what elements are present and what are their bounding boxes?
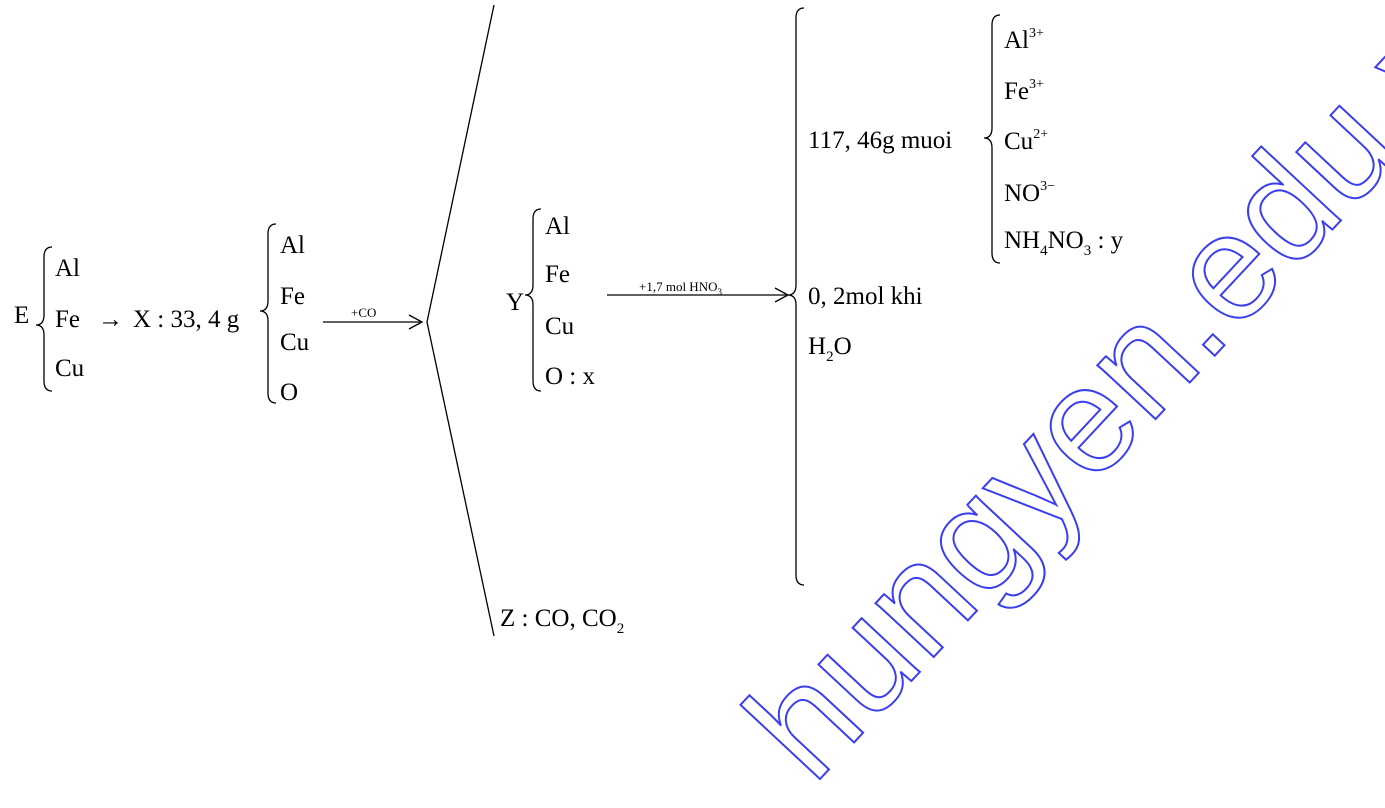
- x-item-fe: Fe: [280, 283, 305, 310]
- water-sub: 2: [826, 349, 834, 365]
- reagent-co: +CO: [351, 305, 377, 320]
- ion-no-base: NO: [1004, 180, 1041, 207]
- reagent-hno3-sub: 3: [717, 287, 722, 297]
- e-label: E: [14, 302, 30, 329]
- nh4no3-sub1: 4: [1040, 243, 1048, 259]
- ion-nh4no3: NH4NO3 : y: [1004, 227, 1124, 259]
- x-item-al: Al: [280, 232, 305, 259]
- ion-cu: Cu2+: [1004, 127, 1049, 158]
- y-brace: [524, 208, 542, 392]
- split-lines: [426, 4, 495, 637]
- z-sub: 2: [616, 621, 625, 637]
- x-brace: [259, 223, 277, 404]
- y-item-o: O : x: [545, 363, 595, 390]
- salt-label: 117, 46g muoi: [808, 127, 953, 154]
- z-text: Z : CO, CO: [500, 605, 617, 632]
- e-item-fe: Fe: [55, 306, 80, 333]
- arrow-co-head: [408, 314, 424, 330]
- ion-fe-base: Fe: [1004, 78, 1029, 105]
- ion-no-charge: 3−: [1040, 179, 1056, 194]
- y-label: Y: [506, 289, 525, 316]
- x-item-o: O: [280, 379, 299, 406]
- ion-no: NO3−: [1004, 179, 1056, 210]
- x-label: X : 33, 4 g: [133, 306, 240, 333]
- reagent-hno3: +1,7 mol HNO3: [639, 279, 722, 297]
- y-item-al: Al: [545, 213, 570, 240]
- ion-cu-charge: 2+: [1033, 127, 1049, 142]
- nh4no3-c: : y: [1091, 227, 1124, 254]
- water-o: O: [833, 333, 852, 360]
- nh4no3-sub2: 3: [1083, 243, 1092, 259]
- nh4no3-b: NO: [1047, 227, 1084, 254]
- y-item-cu: Cu: [545, 313, 575, 340]
- water-h: H: [808, 333, 827, 360]
- e-item-cu: Cu: [55, 355, 85, 382]
- reagent-hno3-main: +1,7 mol HNO: [639, 279, 718, 294]
- e-brace: [35, 246, 53, 392]
- z-label: Z : CO, CO2: [500, 605, 625, 637]
- x-item-cu: Cu: [280, 329, 310, 356]
- ion-al: Al3+: [1004, 26, 1044, 57]
- ion-al-charge: 3+: [1029, 26, 1044, 41]
- reaction-scheme: [35, 4, 1001, 637]
- e-item-al: Al: [55, 255, 80, 282]
- salt-brace: [983, 14, 1001, 264]
- ion-al-base: Al: [1004, 27, 1029, 54]
- y-item-fe: Fe: [545, 261, 570, 288]
- arrow-e-to-x: →: [98, 306, 123, 333]
- products-brace: [787, 7, 805, 586]
- nh4no3-a: NH: [1004, 227, 1041, 254]
- ion-fe: Fe3+: [1004, 77, 1044, 108]
- water-label: H2O: [808, 333, 852, 365]
- ion-fe-charge: 3+: [1029, 77, 1044, 92]
- gas-label: 0, 2mol khi: [808, 283, 923, 310]
- ion-cu-base: Cu: [1004, 128, 1034, 155]
